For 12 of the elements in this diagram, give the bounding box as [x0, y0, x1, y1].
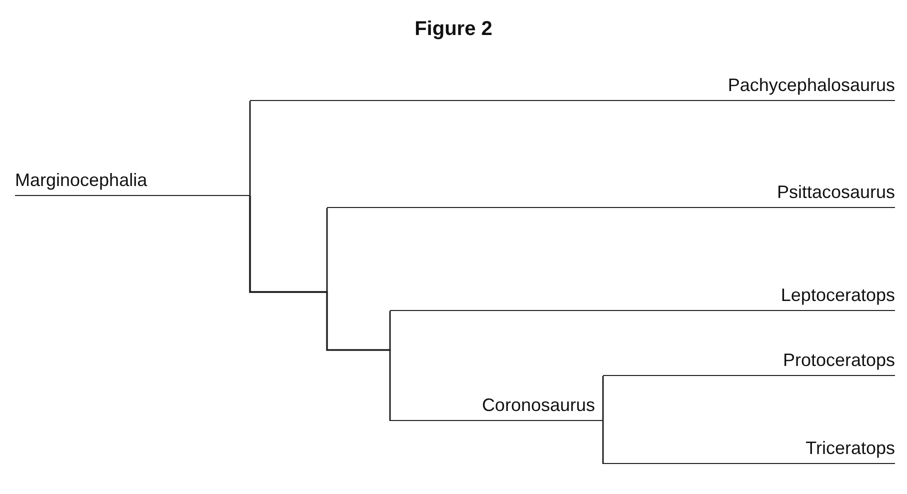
taxon-name: Leptoceratops: [780, 284, 895, 306]
tree-line: [602, 421, 604, 464]
taxon-name: Triceratops: [806, 437, 895, 459]
tree-line: [249, 101, 251, 196]
taxon-name: Marginocephalia: [15, 169, 148, 191]
figure-title: Figure 2: [414, 18, 492, 41]
taxon-name: Coronosaurus: [482, 394, 595, 416]
taxon-name: Pachycephalosaurus: [728, 74, 895, 96]
tree-line: [249, 196, 391, 421]
tree-line: [602, 376, 604, 421]
taxon-name: Protoceratops: [782, 349, 895, 371]
taxon-name: Psittacosaurus: [776, 181, 895, 203]
